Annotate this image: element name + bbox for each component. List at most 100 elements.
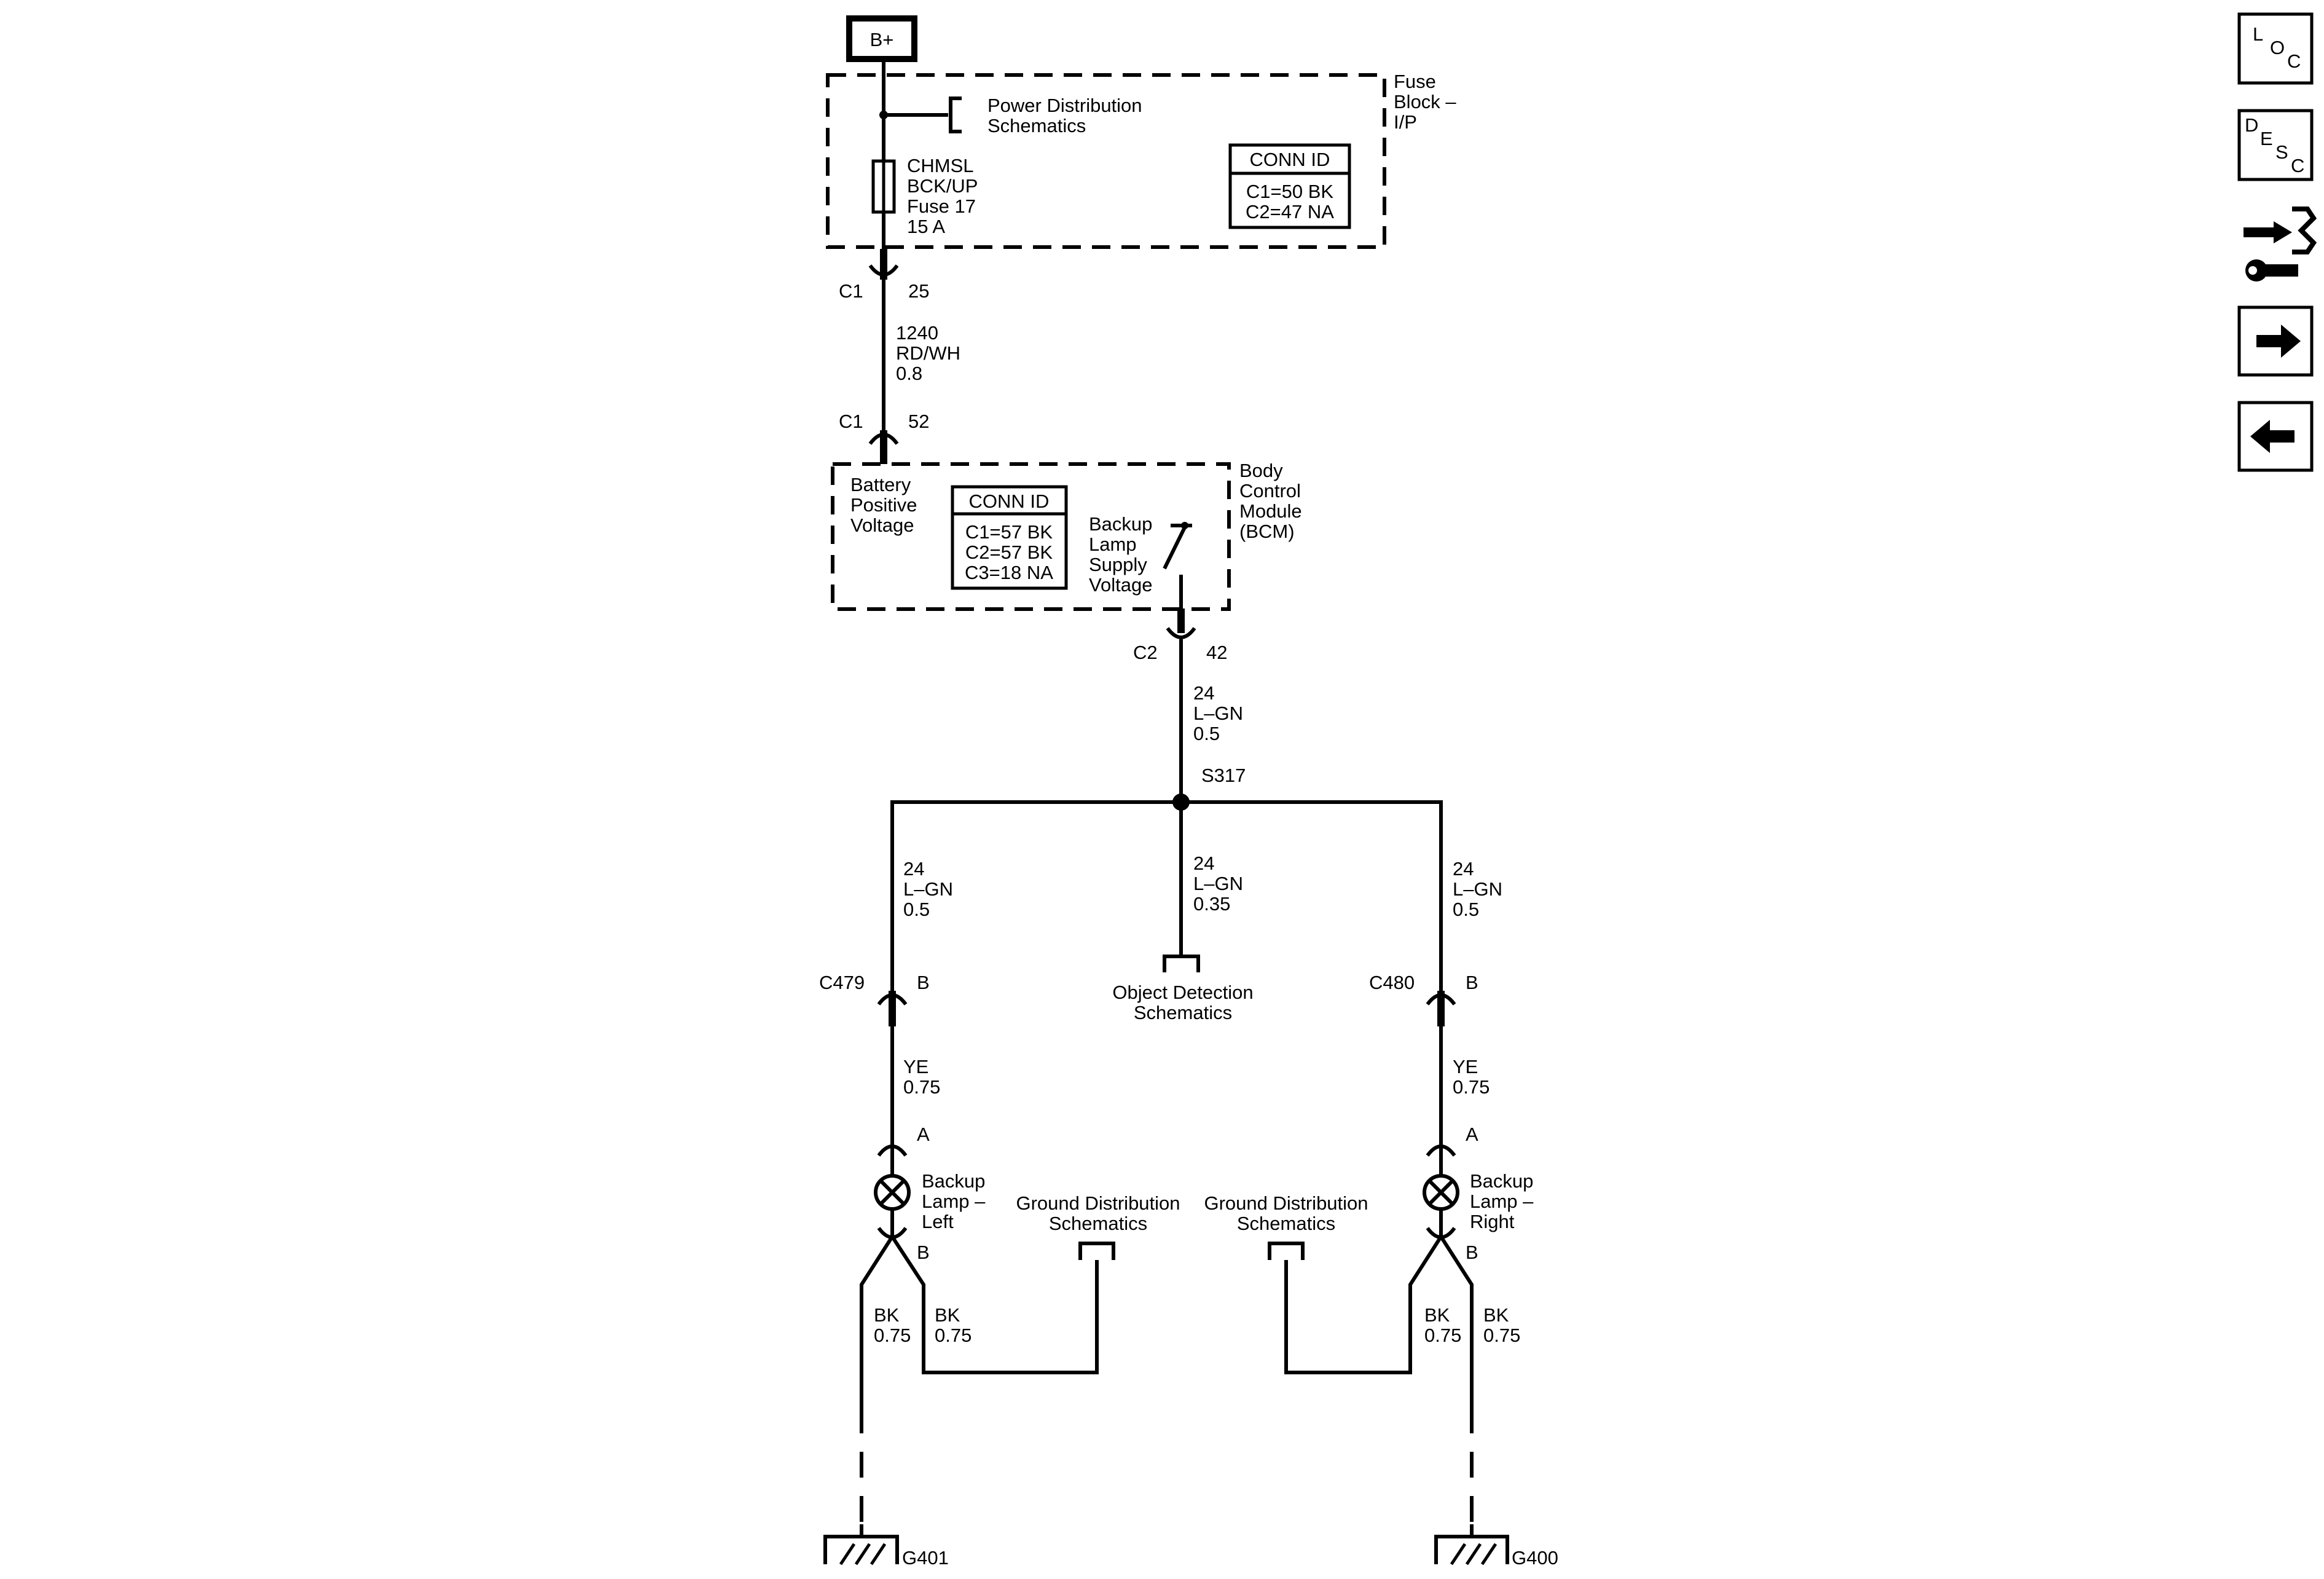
backup-lamp-right-icon (1423, 1152, 1459, 1239)
b-plus-label: B+ (870, 29, 894, 50)
g400-label: G400 (1512, 1547, 1558, 1569)
left-ye-color: YE (903, 1056, 928, 1077)
ground-dist-left-1: Ground Distribution (1016, 1192, 1180, 1214)
bcm-title-3: Module (1239, 500, 1302, 522)
object-detection-1: Object Detection (1112, 982, 1253, 1003)
c479-label: C479 (819, 972, 865, 993)
left-ye-size: 0.75 (903, 1076, 940, 1098)
c1-bottom-label: C1 (839, 411, 863, 432)
right-outer-bk: BK (1483, 1304, 1509, 1326)
switch-label-4: Voltage (1089, 574, 1152, 596)
c1-bottom-pin: 52 (908, 411, 929, 432)
desc-button[interactable]: D E S C (2237, 109, 2314, 181)
left-lamp-pin-b: B (917, 1242, 930, 1263)
c2-label: C2 (1133, 642, 1158, 663)
right-lamp-pin-b: B (1466, 1242, 1478, 1263)
center-branch-size: 0.35 (1193, 893, 1230, 915)
svg-text:C3=18 NA: C3=18 NA (965, 562, 1053, 583)
switch-label-1: Backup (1089, 513, 1152, 535)
left-inner-size: 0.75 (935, 1325, 972, 1346)
bcm-title-2: Control (1239, 480, 1301, 502)
wire1-circuit: 1240 (896, 322, 938, 344)
right-branch-circuit: 24 (1453, 858, 1474, 880)
svg-text:D: D (2245, 114, 2258, 136)
bpv-label-1: Battery (850, 474, 911, 495)
bpv-label-3: Voltage (850, 514, 914, 536)
svg-text:C1=50 BK: C1=50 BK (1246, 181, 1334, 202)
right-inner-bk: BK (1424, 1304, 1450, 1326)
connector-right-lamp-a (1426, 1144, 1456, 1157)
fuse-label-3: Fuse 17 (907, 195, 976, 217)
c1-top-pin: 25 (908, 280, 929, 302)
bcm-conn-id: CONN ID C1=57 BK C2=57 BK C3=18 NA (951, 485, 1068, 590)
switch-icon (1163, 522, 1192, 621)
svg-text:C: C (2287, 50, 2301, 72)
right-ye-size: 0.75 (1453, 1076, 1490, 1098)
bcm-outline (831, 462, 1231, 611)
left-outer-size: 0.75 (874, 1325, 911, 1346)
connector-tool-icon[interactable] (2244, 207, 2317, 282)
wire2-size: 0.5 (1193, 723, 1220, 744)
power-dist-label-1: Power Distribution (987, 95, 1142, 116)
left-lamp-label-3: Left (922, 1211, 954, 1232)
left-lamp-label-1: Backup (922, 1170, 985, 1192)
ground-dist-right-1: Ground Distribution (1204, 1192, 1368, 1214)
connector-c1-52 (868, 430, 899, 464)
fuse-block-conn-id: CONN ID C1=50 BK C2=47 NA (1228, 143, 1351, 229)
svg-text:L: L (2253, 23, 2263, 45)
splice-label: S317 (1201, 765, 1246, 786)
power-dist-label-2: Schematics (987, 115, 1086, 136)
backup-lamp-left-icon (874, 1152, 911, 1239)
right-branch-size: 0.5 (1453, 899, 1479, 920)
switch-label-3: Supply (1089, 554, 1147, 575)
g401-label: G401 (902, 1547, 949, 1569)
right-inner-size: 0.75 (1424, 1325, 1461, 1346)
svg-text:CONN ID: CONN ID (1250, 149, 1330, 170)
wire2-circuit: 24 (1193, 682, 1214, 704)
svg-text:E: E (2260, 128, 2273, 149)
loc-button[interactable]: L O C (2237, 12, 2314, 85)
left-lamp-label-2: Lamp – (922, 1191, 986, 1212)
ground-g400-icon (1434, 1524, 1509, 1565)
right-lamp-pin-a: A (1466, 1124, 1478, 1145)
left-branch-color: L–GN (903, 878, 953, 900)
svg-text:C1=57 BK: C1=57 BK (965, 521, 1053, 543)
fuse-block-title-1: Fuse (1394, 71, 1436, 92)
c480-pin: B (1466, 972, 1478, 993)
left-branch-circuit: 24 (903, 858, 924, 880)
connector-c2-42 (1166, 608, 1196, 639)
fuse-label-1: CHMSL (907, 155, 974, 176)
right-lamp-label-1: Backup (1470, 1170, 1533, 1192)
bcm-title-1: Body (1239, 460, 1283, 481)
wire1-color: RD/WH (896, 342, 960, 364)
right-ye-color: YE (1453, 1056, 1478, 1077)
c2-pin: 42 (1206, 642, 1227, 663)
ground-dist-left-2: Schematics (1049, 1213, 1147, 1234)
left-inner-bk: BK (935, 1304, 960, 1326)
svg-text:O: O (2270, 37, 2285, 58)
fuse-block-title-3: I/P (1394, 111, 1417, 133)
object-detection-2: Schematics (1134, 1002, 1232, 1023)
c479-pin: B (917, 972, 930, 993)
right-lamp-label-3: Right (1470, 1211, 1515, 1232)
left-branch-size: 0.5 (903, 899, 930, 920)
ground-g401-icon (823, 1524, 899, 1565)
wire2-color: L–GN (1193, 703, 1243, 724)
center-branch-color: L–GN (1193, 873, 1243, 894)
right-branch-color: L–GN (1453, 878, 1502, 900)
connector-c479 (877, 991, 908, 1026)
fuse-label-4: 15 A (907, 216, 945, 237)
arrow-left-icon[interactable] (2237, 401, 2314, 472)
c480-label: C480 (1369, 972, 1415, 993)
bpv-label-2: Positive (850, 494, 917, 516)
svg-text:C: C (2291, 155, 2304, 176)
b-plus-terminal: B+ (846, 15, 917, 62)
c1-top-label: C1 (839, 280, 863, 302)
center-branch-circuit: 24 (1193, 853, 1214, 874)
right-outer-size: 0.75 (1483, 1325, 1520, 1346)
connector-left-lamp-a (877, 1144, 908, 1157)
arrow-right-icon[interactable] (2237, 305, 2314, 377)
svg-text:C2=47 NA: C2=47 NA (1246, 201, 1334, 222)
svg-text:CONN ID: CONN ID (969, 490, 1050, 512)
